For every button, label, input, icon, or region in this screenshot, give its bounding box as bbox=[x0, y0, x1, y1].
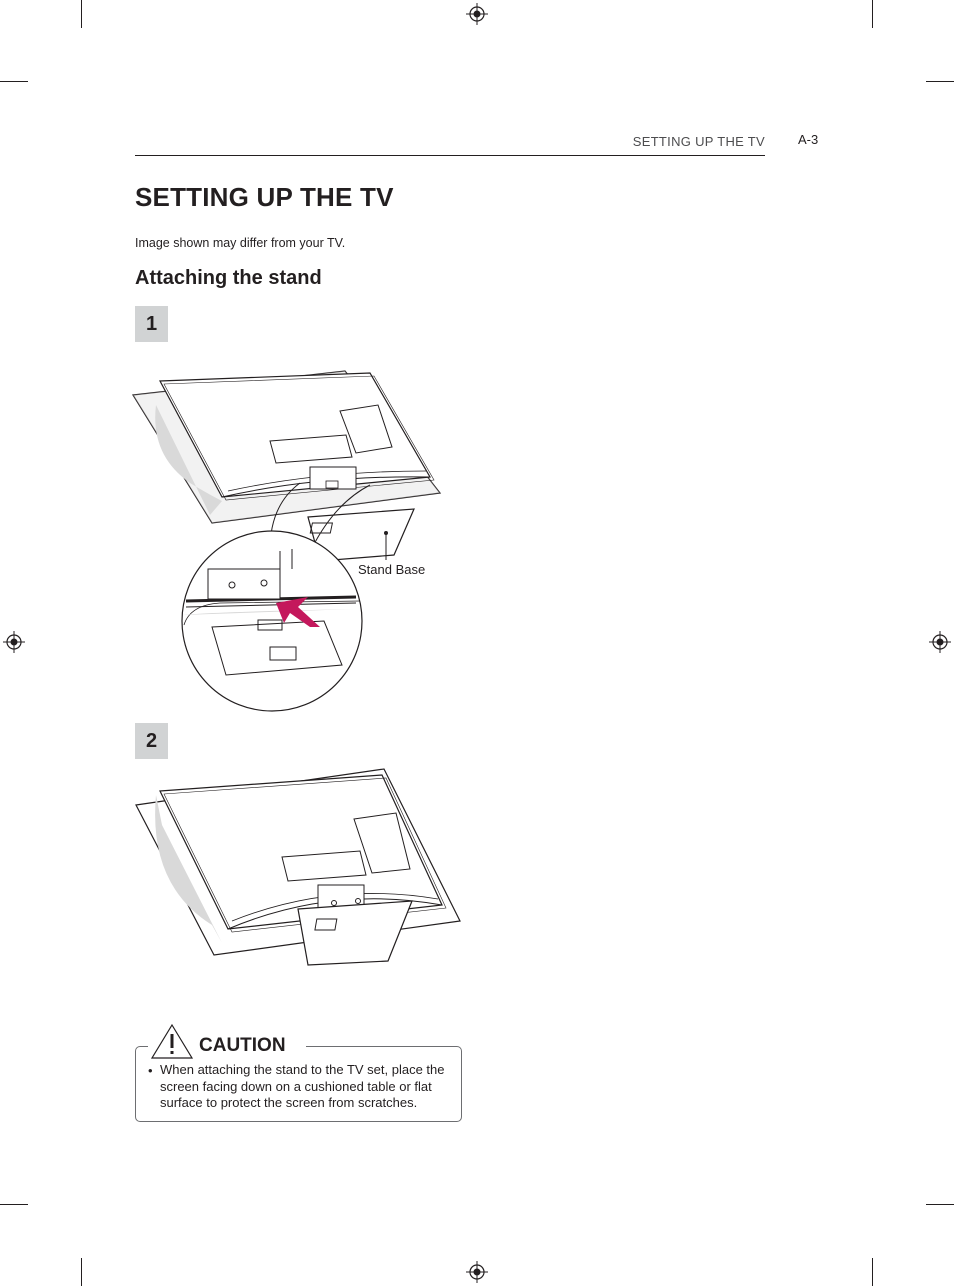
crop-mark bbox=[81, 1258, 82, 1286]
arrow-icon bbox=[276, 597, 320, 627]
warning-triangle-icon bbox=[150, 1023, 194, 1059]
caution-title: CAUTION bbox=[199, 1035, 286, 1056]
figure-step-2 bbox=[135, 768, 461, 966]
registration-mark-icon bbox=[466, 1261, 488, 1283]
step-badge-2: 2 bbox=[135, 723, 168, 759]
crop-mark bbox=[926, 81, 954, 82]
crop-mark bbox=[0, 81, 28, 82]
crop-mark bbox=[81, 0, 82, 28]
crop-mark bbox=[872, 0, 873, 28]
running-header: SETTING UP THE TV bbox=[632, 134, 765, 149]
caution-bullet: • bbox=[148, 1063, 153, 1078]
registration-mark-icon bbox=[3, 631, 25, 653]
registration-mark-icon bbox=[466, 3, 488, 25]
page-title: SETTING UP THE TV bbox=[135, 182, 394, 212]
crop-mark bbox=[0, 1204, 28, 1205]
section-heading: Attaching the stand bbox=[135, 267, 322, 289]
header-divider bbox=[135, 155, 765, 156]
caution-text: When attaching the stand to the TV set, … bbox=[160, 1062, 445, 1110]
crop-mark bbox=[926, 1204, 954, 1205]
step-badge-1: 1 bbox=[135, 306, 168, 342]
page-number: A-3 bbox=[798, 132, 819, 147]
crop-mark bbox=[872, 1258, 873, 1286]
figure-step-1 bbox=[131, 370, 442, 712]
image-note: Image shown may differ from your TV. bbox=[135, 236, 346, 250]
stand-base-label: Stand Base bbox=[358, 562, 426, 577]
registration-mark-icon bbox=[929, 631, 951, 653]
